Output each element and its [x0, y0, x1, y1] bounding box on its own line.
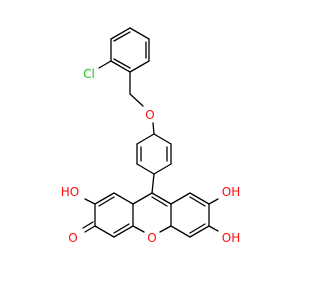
bond — [208, 198, 219, 205]
ring-oxygen-label: O — [147, 231, 156, 245]
bond — [136, 163, 155, 175]
bond — [151, 196, 168, 207]
bond — [98, 60, 112, 69]
hydroxyl-left-label: HO — [61, 185, 79, 199]
bond — [153, 133, 172, 145]
bond — [84, 225, 96, 233]
bond — [132, 192, 153, 205]
hydroxyl-right-upper-label: OH — [222, 185, 240, 199]
bond — [129, 93, 144, 107]
chlorine-label: Cl — [83, 67, 95, 81]
bond — [208, 225, 219, 232]
bond — [129, 27, 150, 40]
bond — [132, 225, 145, 233]
bond — [151, 173, 155, 194]
bond — [84, 198, 96, 205]
bond — [94, 192, 115, 205]
atom-labels: Cl O O HO O OH OH — [61, 67, 240, 245]
carbonyl-oxygen-label: O — [68, 231, 77, 245]
bond — [113, 225, 134, 238]
bond — [113, 31, 131, 42]
bond — [136, 133, 155, 145]
bond — [113, 223, 130, 234]
bond — [189, 223, 206, 234]
bond — [189, 225, 210, 238]
bond — [189, 192, 210, 205]
bond — [151, 192, 172, 205]
bond — [110, 60, 131, 73]
bond — [152, 122, 155, 135]
hydroxyl-right-lower-label: OH — [222, 231, 240, 245]
bond — [170, 225, 191, 238]
bond — [153, 163, 172, 175]
bond — [110, 27, 131, 40]
bond — [113, 58, 131, 69]
bond — [82, 221, 94, 229]
bond — [170, 192, 191, 205]
bond — [129, 60, 150, 73]
bond-lines — [82, 27, 219, 238]
bond — [189, 196, 206, 207]
bond — [113, 192, 134, 205]
bond — [159, 225, 172, 233]
bond — [98, 196, 115, 207]
molecule-structure-diagram: Cl O O HO O OH OH — [61, 27, 240, 245]
ether-oxygen-label: O — [145, 108, 154, 122]
bond — [94, 225, 115, 238]
